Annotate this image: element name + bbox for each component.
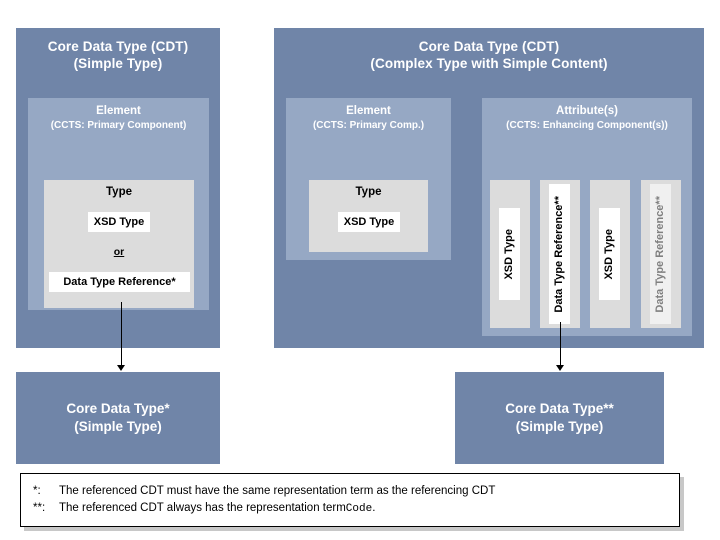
attribute-column-2: Data Type Reference** xyxy=(540,180,580,328)
attribute-value-box-3[interactable]: XSD Type xyxy=(599,208,620,300)
attribute-label-4: Data Type Reference** xyxy=(654,195,666,313)
attribute-value-box-2[interactable]: Data Type Reference** xyxy=(549,184,570,324)
attribute-label-2: Data Type Reference** xyxy=(553,195,565,313)
left-result-text: Core Data Type* (Simple Type) xyxy=(16,400,220,436)
left-xsd-type-box[interactable]: XSD Type xyxy=(88,212,150,232)
left-type-box: Type XSD Type or Data Type Reference* xyxy=(44,180,194,308)
footnote-mark-2: **: xyxy=(33,502,46,514)
left-element-ccts: (CCTS: Primary Component) xyxy=(50,120,187,131)
left-cdt-title-line2: (Simple Type) xyxy=(73,56,163,71)
left-arrow-head xyxy=(117,365,125,371)
footnote-tail-2: . xyxy=(372,502,376,514)
left-cdt-title: Core Data Type (CDT) (Simple Type) xyxy=(16,38,220,72)
left-element-heading: Element (CCTS: Primary Component) xyxy=(28,104,209,133)
left-result-box: Core Data Type* (Simple Type) xyxy=(16,372,220,464)
attribute-value-box-4[interactable]: Data Type Reference** xyxy=(650,184,671,324)
footnote-text-2: The referenced CDT always has the repres… xyxy=(59,502,346,514)
attribute-value-box-1[interactable]: XSD Type xyxy=(499,208,520,300)
right-element-ccts: (CCTS: Primary Comp.) xyxy=(312,120,425,131)
attribute-column-1: XSD Type xyxy=(490,180,530,328)
attributes-ccts: (CCTS: Enhancing Component(s)) xyxy=(506,120,668,131)
right-element-heading: Element (CCTS: Primary Comp.) xyxy=(286,104,451,133)
footnote-text-1: The referenced CDT must have the same re… xyxy=(59,485,496,497)
right-result-line2: (Simple Type) xyxy=(515,419,604,434)
footnote-box: *: The referenced CDT must have the same… xyxy=(20,473,680,527)
right-result-text: Core Data Type** (Simple Type) xyxy=(455,400,664,436)
attribute-column-4: Data Type Reference** xyxy=(641,180,681,328)
right-type-label: Type xyxy=(355,186,382,198)
right-cdt-title: Core Data Type (CDT) (Complex Type with … xyxy=(274,38,704,72)
attribute-label-3: XSD Type xyxy=(603,228,615,280)
attribute-label-1: XSD Type xyxy=(503,228,515,280)
right-arrow-line xyxy=(560,322,561,366)
left-result-line1: Core Data Type* xyxy=(66,401,170,416)
right-element-name: Element xyxy=(346,105,391,117)
footnote-mono-term: Code xyxy=(345,503,373,515)
left-cdt-title-line1: Core Data Type (CDT) xyxy=(47,39,189,54)
right-cdt-title-line2: (Complex Type with Simple Content) xyxy=(370,56,608,71)
right-type-box: Type XSD Type xyxy=(309,180,428,252)
right-result-line1: Core Data Type** xyxy=(505,401,614,416)
right-cdt-title-line1: Core Data Type (CDT) xyxy=(418,39,560,54)
left-type-label: Type xyxy=(106,186,132,198)
footnote-mark-1: *: xyxy=(33,485,41,497)
attributes-heading: Attribute(s) (CCTS: Enhancing Component(… xyxy=(482,104,692,133)
attributes-name: Attribute(s) xyxy=(556,105,618,117)
attribute-column-3: XSD Type xyxy=(590,180,630,328)
left-result-line2: (Simple Type) xyxy=(74,419,162,434)
left-element-name: Element xyxy=(96,105,141,117)
footnote-row-1: *: The referenced CDT must have the same… xyxy=(33,483,679,500)
footnote-row-2: **: The referenced CDT always has the re… xyxy=(33,500,679,518)
left-or-label: or xyxy=(113,246,125,258)
left-data-type-reference-box[interactable]: Data Type Reference* xyxy=(49,272,190,292)
right-arrow-head xyxy=(556,365,564,371)
left-arrow-line xyxy=(121,302,122,366)
right-xsd-type-box[interactable]: XSD Type xyxy=(338,212,400,232)
right-result-box: Core Data Type** (Simple Type) xyxy=(455,372,664,464)
